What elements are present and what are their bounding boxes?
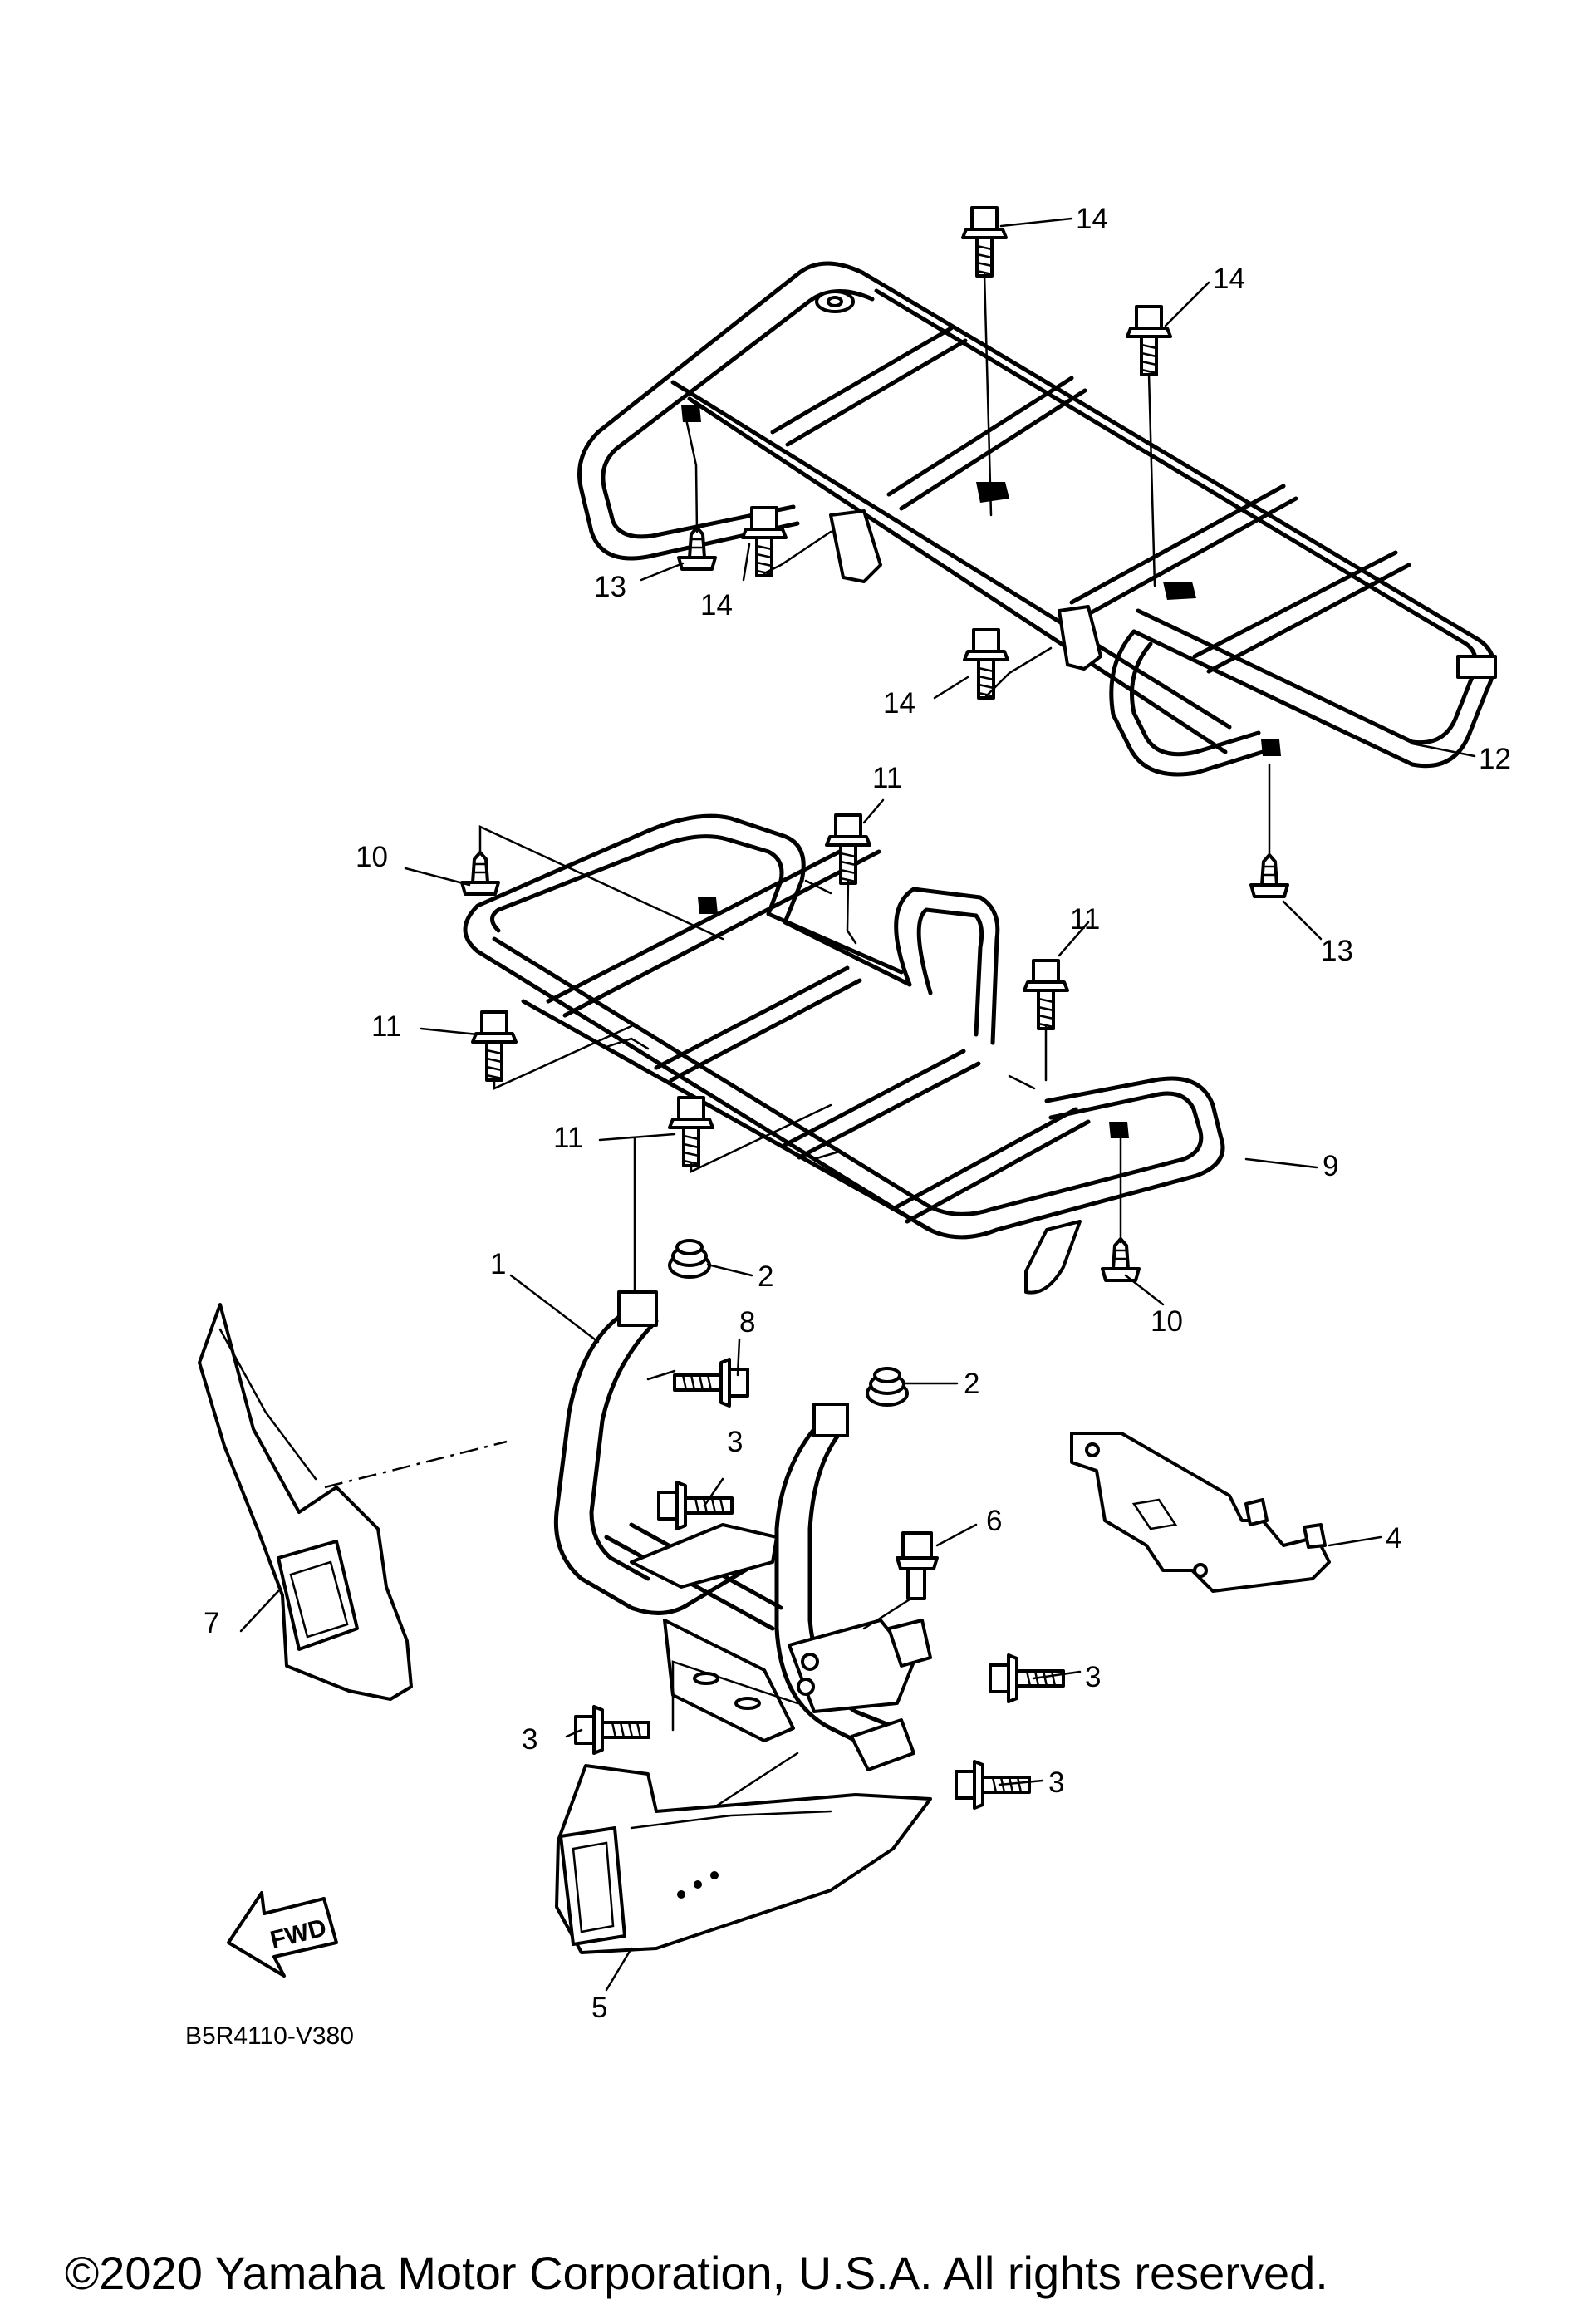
callout-2: 2: [964, 1368, 979, 1400]
callout-11: 11: [553, 1122, 583, 1154]
callout-14: 14: [700, 589, 733, 622]
callout-11: 11: [371, 1010, 401, 1043]
callout-14: 14: [1076, 203, 1108, 235]
bolt-part-3-upper: [657, 1481, 734, 1530]
callout-9: 9: [1323, 1150, 1338, 1182]
bolt-part-11-lower: [668, 1096, 714, 1167]
assembly-lines: [324, 273, 1271, 1809]
grommet-part-2-upper: [668, 1239, 711, 1279]
clip-part-10-upper: [460, 851, 500, 896]
callout-4: 4: [1386, 1522, 1401, 1555]
callout-3: 3: [1048, 1766, 1064, 1799]
callout-numbers: 14 14 13 14 14 12 13 11 10 11 11 11 9 10…: [204, 203, 1511, 2024]
clip-part-13-right: [1249, 853, 1289, 898]
guard-cover-part-7: [198, 1303, 413, 1701]
bolt-part-11-left: [471, 1010, 518, 1082]
bolt-part-3-left-lower: [574, 1705, 650, 1755]
bolt-part-14-top: [961, 206, 1008, 278]
bolt-part-3-right-lower: [955, 1760, 1031, 1810]
callout-5: 5: [591, 1992, 607, 2024]
copyright-notice: ©2020 Yamaha Motor Corporation, U.S.A. A…: [65, 2247, 1328, 2299]
callout-11: 11: [1070, 903, 1100, 936]
callout-13: 13: [1321, 935, 1353, 967]
callout-3: 3: [727, 1426, 743, 1458]
fwd-arrow-icon: FWD: [227, 1891, 338, 1978]
guard-frame-part-1: [553, 1290, 932, 1771]
callout-3: 3: [1085, 1661, 1101, 1693]
front-carrier-part-9: [463, 813, 1225, 1295]
callout-12: 12: [1479, 743, 1511, 775]
callout-14: 14: [1213, 263, 1245, 295]
bolt-part-6: [896, 1531, 939, 1600]
callout-13: 13: [594, 571, 626, 603]
diagram-code: B5R4110-V380: [185, 2022, 354, 2050]
callout-8: 8: [739, 1306, 755, 1339]
bolt-part-11-top: [825, 813, 871, 885]
clip-part-10-lower: [1101, 1237, 1141, 1282]
callout-1: 1: [490, 1248, 506, 1280]
callout-7: 7: [204, 1607, 219, 1639]
bracket-part-4: [1070, 1432, 1331, 1593]
bolt-part-8: [673, 1358, 749, 1408]
callout-14: 14: [883, 687, 915, 720]
bolt-part-11-right: [1023, 959, 1069, 1030]
grommet-part-2-lower: [866, 1367, 909, 1407]
guard-cover-part-5: [555, 1764, 932, 1954]
callout-2: 2: [758, 1260, 773, 1293]
bolt-part-14-right: [1126, 305, 1172, 376]
callout-11: 11: [872, 762, 902, 794]
rear-carrier-part-12: [577, 261, 1497, 777]
callout-3: 3: [522, 1723, 537, 1756]
callout-10: 10: [1151, 1305, 1183, 1338]
callout-leaders: [239, 217, 1476, 1992]
callout-10: 10: [356, 841, 388, 873]
bolt-part-3-right-upper: [989, 1653, 1065, 1703]
bolt-part-14-lower: [963, 628, 1009, 700]
callout-6: 6: [986, 1505, 1002, 1537]
